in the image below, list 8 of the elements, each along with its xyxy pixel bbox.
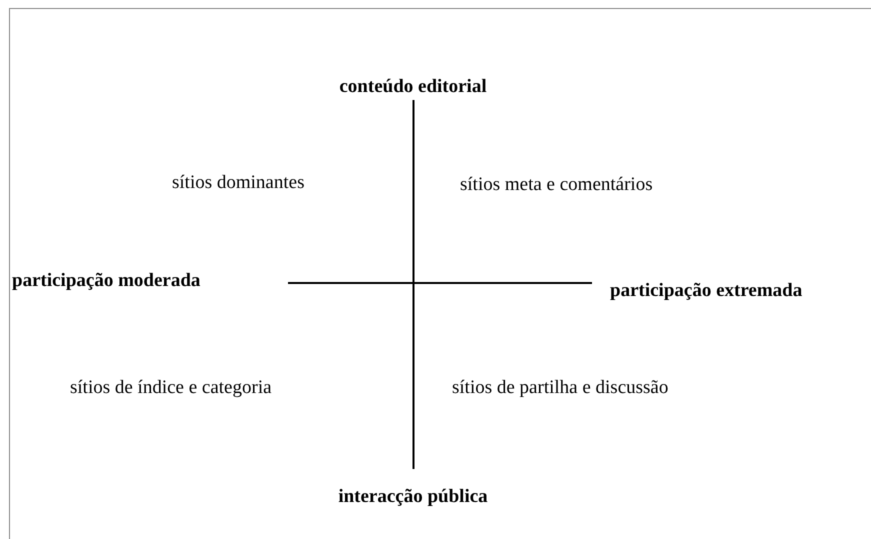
quadrant-label: sítios meta e comentários	[460, 174, 653, 196]
axis-label: participação extremada	[610, 280, 802, 302]
axis-label: conteúdo editorial	[339, 76, 487, 98]
quadrant-label: sítios de partilha e discussão	[452, 377, 668, 399]
axis-label: participação moderada	[12, 270, 200, 292]
quadrant-label: sítios dominantes	[172, 172, 304, 194]
axis-label: interacção pública	[338, 486, 488, 508]
quadrant-label: sítios de índice e categoria	[70, 377, 272, 399]
